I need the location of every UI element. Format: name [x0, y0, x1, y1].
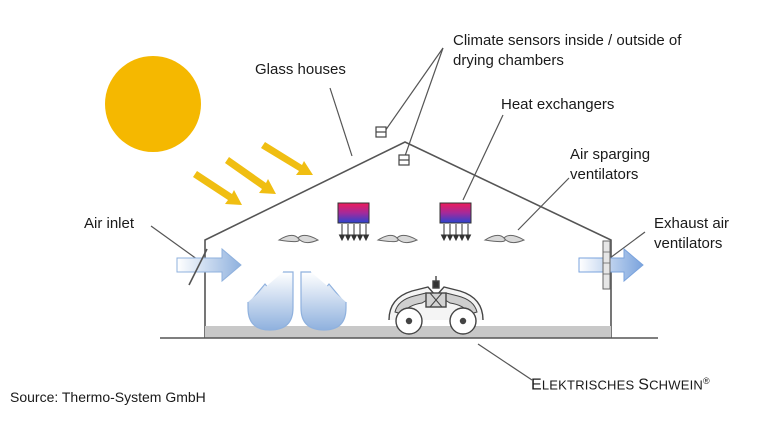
registered-mark: ®: [703, 376, 710, 386]
sun-ray-arrow: [261, 142, 313, 175]
source-caption: Source: Thermo-System GmbH: [10, 389, 206, 405]
climate-sensor-inside-icon: [398, 154, 410, 166]
heat-exchanger-right-icon: [439, 202, 472, 242]
air-sparging-label-line2: ventilators: [570, 166, 639, 183]
glass-houses-label: Glass houses: [255, 61, 346, 78]
sun-ray-arrow: [225, 157, 276, 194]
air-inlet-label: Air inlet: [84, 215, 135, 232]
elektrisches-schwein-label: ELEKTRISCHES SCHWEIN®: [531, 372, 710, 394]
machine-name-initial-1: E: [531, 376, 542, 394]
sun-ray-arrow: [193, 171, 242, 205]
machine-name-rest-1: LEKTRISCHES: [541, 377, 635, 393]
air-sparging-ventilator-icon: [376, 234, 419, 244]
elektrisches-schwein-machine-icon: [388, 276, 484, 335]
climate-sensors-label-line1: Climate sensors inside / outside of: [453, 32, 682, 49]
heat-exchangers-label: Heat exchangers: [501, 96, 615, 113]
air-sparging-ventilator-icon: [483, 234, 526, 244]
machine-name-initial-2: S: [638, 376, 650, 394]
air-sparging-ventilator-icon: [277, 234, 320, 244]
exhaust-air-label-line1: Exhaust air: [654, 215, 730, 232]
leader-lines: [150, 47, 646, 381]
heat-exchanger-left-icon: [337, 202, 370, 242]
climate-sensor-outside-icon: [375, 126, 387, 138]
air-inlet-arrow-icon: [176, 247, 242, 286]
climate-sensors-label-line2: drying chambers: [453, 52, 564, 69]
exhaust-air-label-line2: ventilators: [654, 235, 723, 252]
air-circulation-arrows-icon: [247, 271, 347, 331]
greenhouse-outline: [204, 141, 612, 338]
air-sparging-label-line1: Air sparging: [570, 146, 651, 163]
sun-rays: [193, 142, 313, 205]
sun-icon: [105, 56, 201, 152]
exhaust-air-ventilator-icon: [578, 240, 644, 290]
machine-name-rest-2: CHWEIN: [649, 377, 703, 393]
